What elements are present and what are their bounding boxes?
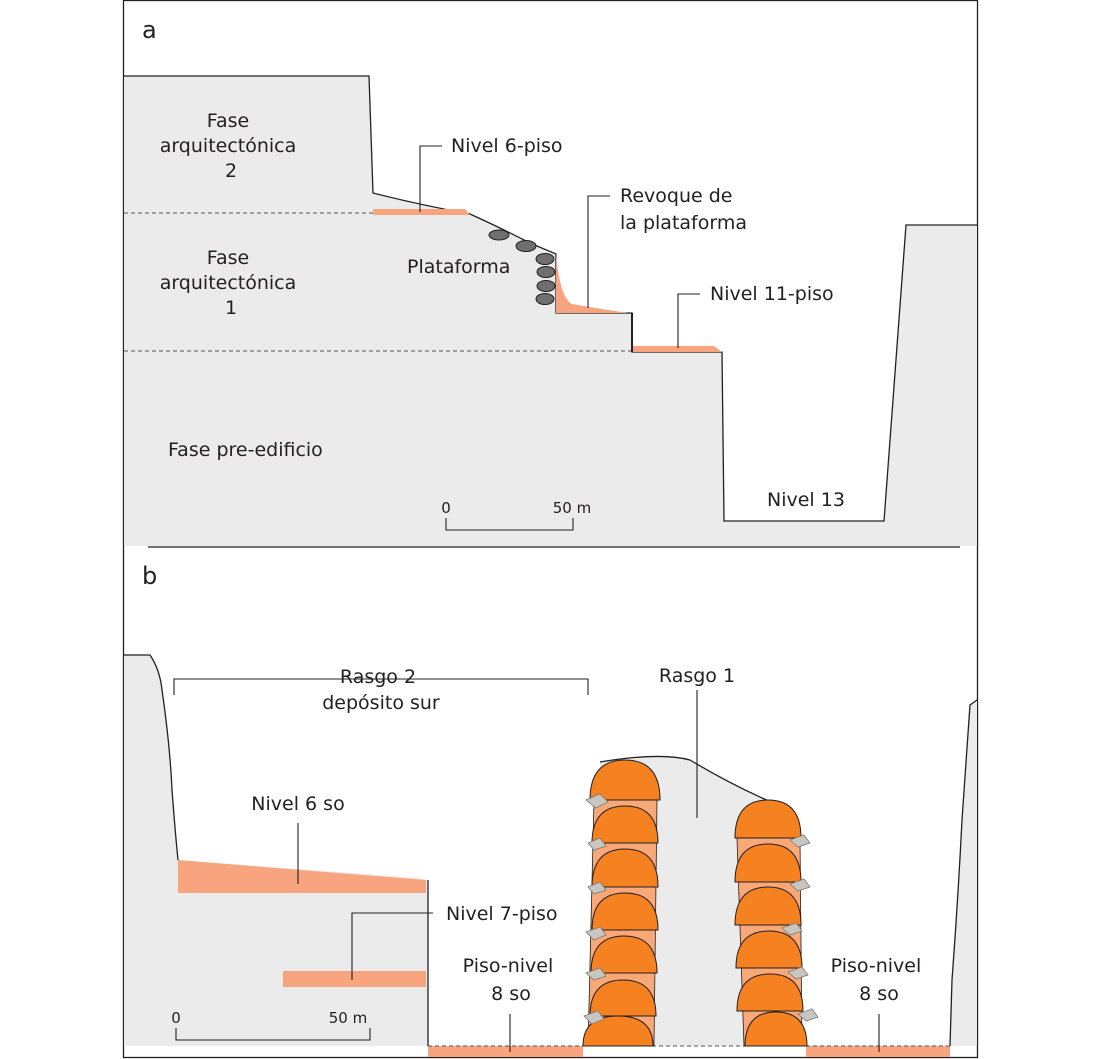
brick: [590, 935, 658, 974]
nivel-7-piso-layer: [283, 971, 426, 987]
figure-frame: [122, 0, 979, 1059]
stone-chip: [585, 793, 609, 809]
revoque-leader: [587, 195, 610, 308]
stone-chip: [587, 837, 607, 851]
brick: [736, 973, 804, 1012]
ground-fill-b-right: [950, 700, 977, 1046]
brick: [591, 892, 659, 931]
platform-stone: [536, 266, 556, 278]
stone-chip: [789, 834, 811, 848]
nivel-7-piso-label: Nivel 7-piso: [446, 903, 558, 925]
brick: [582, 1015, 654, 1047]
platform-stone: [536, 280, 556, 292]
scale-start-b: 0: [171, 1009, 181, 1027]
brick: [591, 805, 659, 844]
piso-nivel-8-so-right-label: Piso-nivel 8 so: [831, 955, 928, 1005]
platform-stone: [535, 293, 555, 305]
panel-letter-a: a: [142, 16, 157, 44]
scale-bar-a: 0 50 m: [441, 499, 591, 531]
brick-column-right: [734, 799, 819, 1047]
fase-pre-edificio-label: Fase pre-edificio: [168, 439, 323, 461]
fase-2-label: Fase arquitectónica 2: [160, 110, 303, 182]
scale-end-a: 50 m: [553, 499, 591, 517]
ground-fill-a: [124, 76, 977, 546]
brick: [744, 1011, 808, 1047]
brick: [589, 979, 657, 1017]
platform-stone: [515, 240, 537, 252]
nivel-13-label: Nivel 13: [767, 489, 845, 511]
nivel-11-piso-layer: [632, 346, 722, 352]
nivel-6-so-layer: [178, 860, 426, 893]
nivel-11-piso-leader: [677, 293, 700, 348]
stone-chip: [789, 878, 811, 892]
panel-letter-b: b: [142, 562, 157, 590]
piso-nivel-8-so-right-layer: [806, 1046, 950, 1057]
ground-edge-b-right: [949, 699, 978, 1047]
ground-edge-b-left: [124, 654, 179, 861]
brick: [734, 886, 802, 926]
piso-nivel-8-so-left-label: Piso-nivel 8 so: [463, 955, 560, 1005]
fase-1-label: Fase arquitectónica 1: [160, 247, 303, 319]
panel-a: a Fase arquitectónica 2 Fase arquitectón…: [124, 16, 977, 546]
stone-chip: [781, 922, 803, 936]
stone-chip: [797, 1008, 819, 1022]
rasgo-1-edge: [599, 755, 791, 811]
nivel-6-piso-leader: [419, 145, 442, 212]
brick: [735, 930, 803, 969]
nivel-6-piso-layer: [373, 209, 470, 215]
stone-chip: [585, 967, 607, 981]
brick: [589, 759, 661, 801]
revoque-plataforma-layer: [556, 254, 628, 313]
rasgo-2-bracket: [173, 678, 589, 695]
stone-chip: [583, 1010, 605, 1025]
brick-column-left: [582, 759, 661, 1047]
stone-chip: [585, 926, 607, 941]
brick: [734, 799, 802, 839]
stone-chip: [587, 881, 607, 895]
panel-b: b Rasgo 2 depósito sur Rasgo 1 Nivel 6 s…: [124, 562, 978, 1057]
platform-stone: [488, 229, 510, 241]
stone-chip: [787, 966, 809, 980]
piso-nivel-8-so-left-layer: [428, 1046, 583, 1057]
platform-stone: [535, 253, 555, 265]
rasgo-2-label: Rasgo 2 depósito sur: [322, 666, 440, 714]
revoque-label: Revoque de la plataforma: [620, 185, 747, 234]
nivel-6-piso-label: Nivel 6-piso: [451, 135, 563, 157]
brick: [591, 848, 659, 888]
rasgo-1-label: Rasgo 1: [659, 665, 735, 687]
scale-start-a: 0: [441, 499, 451, 517]
nivel-6-so-label: Nivel 6 so: [251, 793, 344, 815]
brick: [734, 843, 802, 883]
plataforma-label: Plataforma: [407, 256, 510, 278]
nivel-7-piso-leader: [351, 912, 433, 980]
scale-end-b: 50 m: [329, 1009, 367, 1027]
nivel-11-piso-label: Nivel 11-piso: [710, 283, 834, 305]
scale-bar-b: 0 50 m: [171, 1009, 371, 1041]
